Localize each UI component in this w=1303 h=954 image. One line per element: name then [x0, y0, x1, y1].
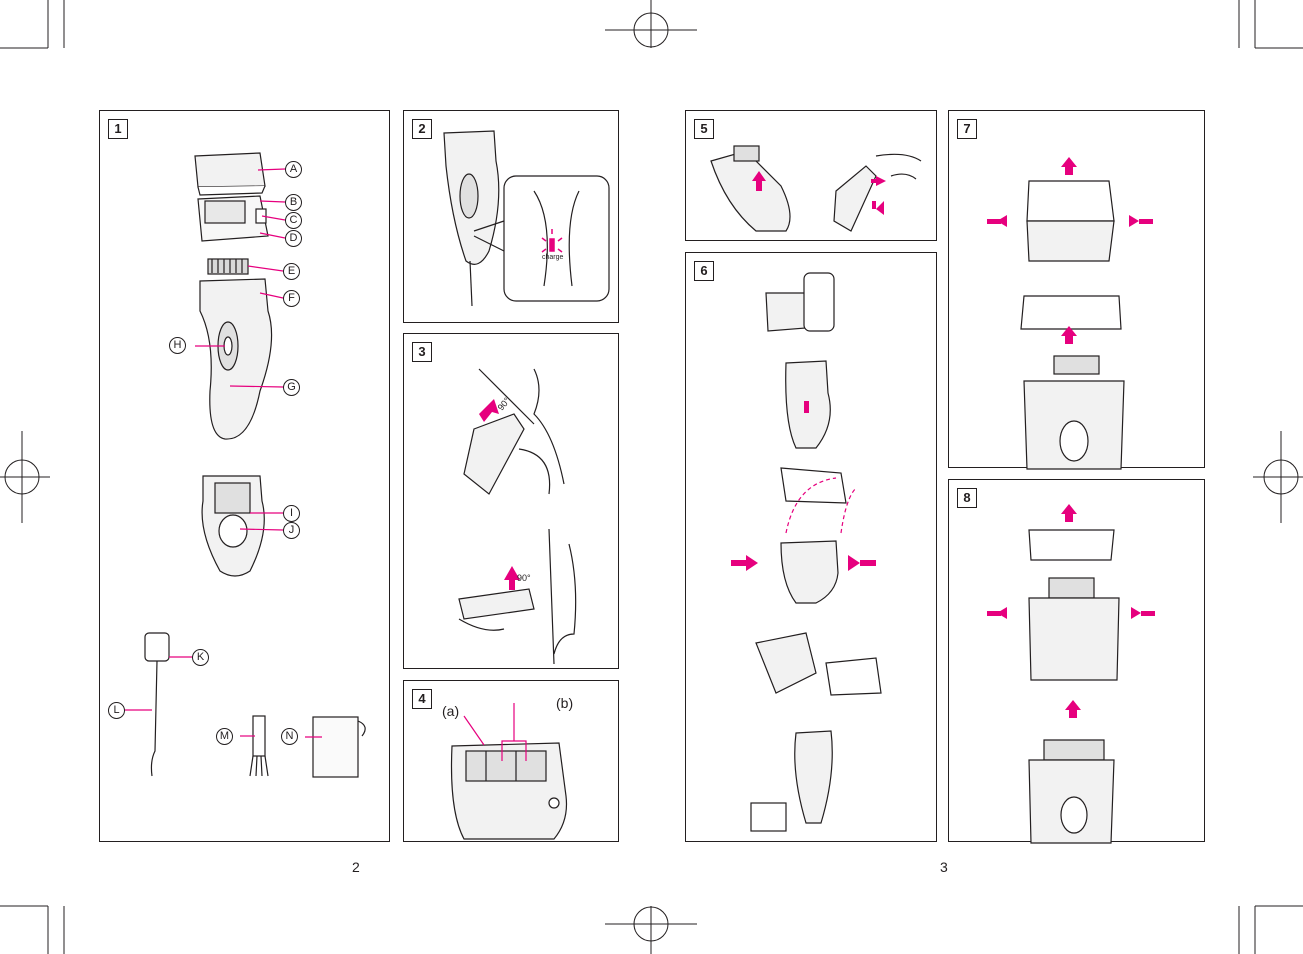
- foil-illustration: [450, 703, 568, 840]
- part-label-f: F: [283, 290, 300, 307]
- panel-number: 3: [412, 342, 432, 362]
- panel-number: 2: [412, 119, 432, 139]
- panel-6-cleaning: 6: [685, 252, 937, 842]
- label-b: (b): [556, 695, 574, 711]
- part-label-k: K: [192, 649, 209, 666]
- part-label-b: B: [285, 194, 302, 211]
- part-label-g: G: [283, 379, 300, 396]
- page-number-left: 2: [352, 859, 360, 875]
- part-label-e: E: [283, 263, 300, 280]
- charging-illustration: [443, 130, 610, 307]
- part-label-d: D: [285, 230, 302, 247]
- part-label-j: J: [283, 522, 300, 539]
- part-label-h: H: [169, 337, 186, 354]
- panel-8-remove-cutter: 8: [948, 479, 1205, 844]
- part-label-m: M: [216, 728, 233, 745]
- panel-number: 7: [957, 119, 977, 139]
- panel-number: 8: [957, 488, 977, 508]
- panel-1-parts: 1: [99, 110, 390, 842]
- part-label-l: L: [108, 702, 125, 719]
- panel-5-trimmer: 5: [685, 110, 937, 241]
- shaving-angle-illustration: [458, 368, 577, 665]
- panel-7-remove-frame: 7: [948, 110, 1205, 470]
- part-label-c: C: [285, 212, 302, 229]
- cleaning-illustration: [731, 272, 882, 832]
- part-label-a: A: [285, 161, 302, 178]
- angle-label-bottom: 90°: [517, 573, 531, 583]
- trimmer-illustration: [710, 145, 922, 232]
- remove-cutter-illustration: [987, 504, 1155, 844]
- part-label-n: N: [281, 728, 298, 745]
- panel-number: 5: [694, 119, 714, 139]
- part-label-i: I: [283, 505, 300, 522]
- panel-2-charging: 2 charge: [403, 110, 619, 323]
- panel-number: 1: [108, 119, 128, 139]
- panel-number: 4: [412, 689, 432, 709]
- shaver-parts-illustration: [125, 152, 366, 778]
- label-a: (a): [442, 703, 460, 719]
- remove-frame-illustration: [987, 157, 1153, 470]
- page-number-right: 3: [940, 859, 948, 875]
- panel-3-shaving-angle: 3 90° 90°: [403, 333, 619, 669]
- panel-number: 6: [694, 261, 714, 281]
- panel-4-foil-parts: 4 (a) (b): [403, 680, 619, 842]
- charge-led-label: charge: [542, 254, 564, 261]
